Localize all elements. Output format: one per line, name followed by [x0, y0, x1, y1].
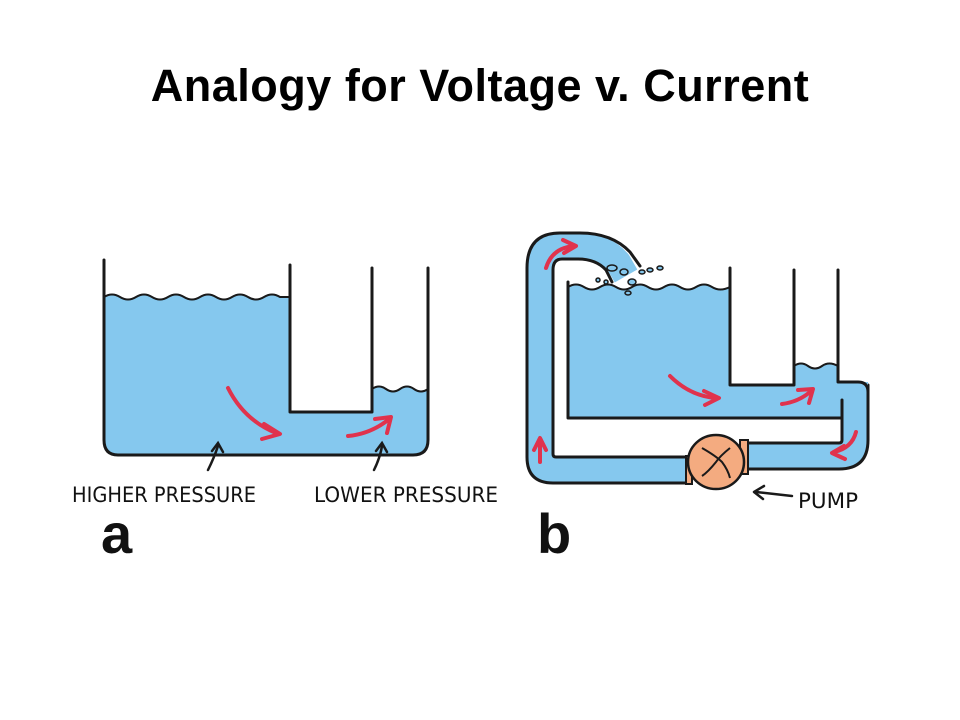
panel-b-flow-arrow-pipe-right-head	[830, 444, 847, 461]
higher-pressure-pointer	[206, 444, 220, 472]
panel-b-wave-left	[567, 283, 731, 291]
panel-a-flow-arrow-2-head	[373, 415, 393, 435]
pump-pointer-head	[752, 484, 766, 501]
panel-a-letter: a	[101, 502, 133, 565]
panel-b-wave-right	[793, 362, 839, 370]
panel-b-flow-arrow-tank-1-head	[702, 389, 721, 407]
panel-b-flow-arrow-tank-1	[668, 374, 718, 400]
lower-pressure-label: LOWER PRESSURE	[314, 483, 498, 507]
lower-pressure-pointer	[372, 444, 384, 472]
panel-b-flow-arrow-pipe-top	[544, 244, 576, 270]
panel-b-tank-water	[568, 284, 868, 418]
pump-icon	[685, 433, 749, 491]
panel-b-letter: b	[537, 502, 571, 565]
splash-droplets	[595, 264, 664, 296]
lower-pressure-pointer-head	[374, 440, 389, 454]
higher-pressure-pointer-head	[210, 440, 225, 454]
pump-label: PUMP	[798, 489, 858, 513]
panel-a-water	[104, 294, 428, 455]
panel-a-flow-arrow-1-head	[260, 422, 282, 441]
panel-a-wave-right	[371, 385, 429, 393]
panel-a-wave-left	[103, 293, 290, 301]
panel-a-flow-arrow-2	[346, 418, 390, 438]
panel-b-flow-arrow-tank-2	[780, 390, 812, 406]
panel-a-flow-arrow-1	[226, 386, 278, 435]
panel-b-flow-arrow-pipe-top-head	[561, 238, 578, 255]
pump-pointer	[754, 490, 794, 498]
panel-b-pipe-inner	[551, 257, 844, 459]
panel-b-tank	[566, 266, 870, 420]
panel-b-flow-arrow-pipe-left-head	[532, 436, 548, 452]
panel-a-container	[102, 258, 430, 457]
panel-b-pipe-outer	[525, 231, 870, 485]
panel-a: HIGHER PRESSURE LOWER PRESSURE a	[72, 258, 498, 565]
higher-pressure-label: HIGHER PRESSURE	[72, 483, 256, 507]
panel-b: PUMP b	[525, 231, 870, 565]
panel-b-flow-arrow-tank-2-head	[796, 387, 815, 405]
slide-title: Analogy for Voltage v. Current	[150, 60, 810, 111]
